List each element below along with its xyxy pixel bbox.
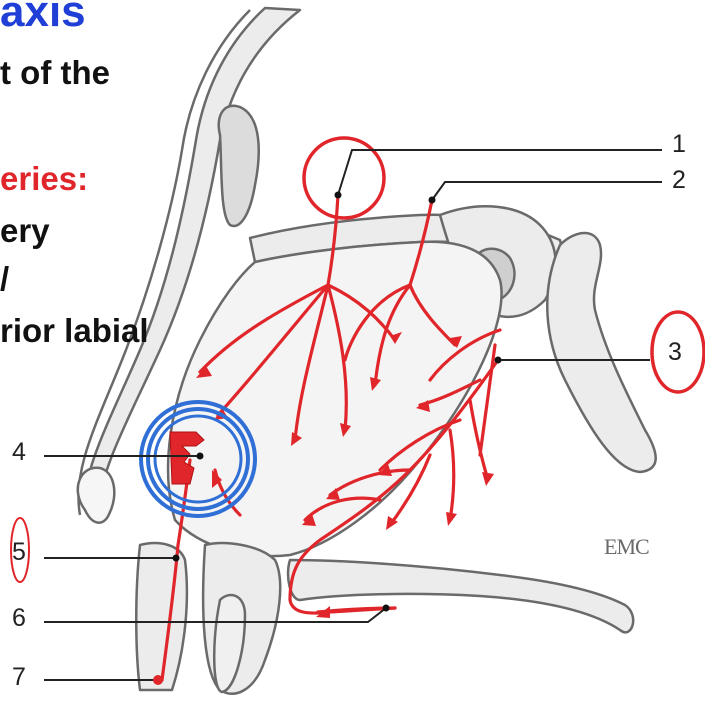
upper-lip xyxy=(136,543,187,690)
callout-label-7: 7 xyxy=(12,665,26,690)
septum-bone-outline xyxy=(78,8,656,694)
callout-label-3: 3 xyxy=(668,340,682,365)
ala-nasi xyxy=(78,468,115,523)
slide-line-5: rior labial xyxy=(0,314,149,347)
sp-branch-3 xyxy=(450,430,454,520)
frontal-sinus xyxy=(219,106,259,226)
slide-line-2: eries: xyxy=(0,162,88,195)
slide-line-3: ery xyxy=(0,214,50,247)
callout-label-1: 1 xyxy=(672,132,686,157)
slide-heading-fragment: axis xyxy=(0,0,86,34)
emc-watermark: EMC xyxy=(604,534,649,560)
slide-line-1: t of the xyxy=(0,56,110,89)
slide-line-4: / xyxy=(0,262,9,295)
callout-label-5: 5 xyxy=(12,540,26,565)
clivus xyxy=(547,233,655,472)
callout-label-2: 2 xyxy=(672,168,686,193)
callout-label-4: 4 xyxy=(12,440,26,465)
leader-1 xyxy=(338,150,662,195)
callout-label-6: 6 xyxy=(12,606,26,631)
leader-2 xyxy=(432,182,662,200)
